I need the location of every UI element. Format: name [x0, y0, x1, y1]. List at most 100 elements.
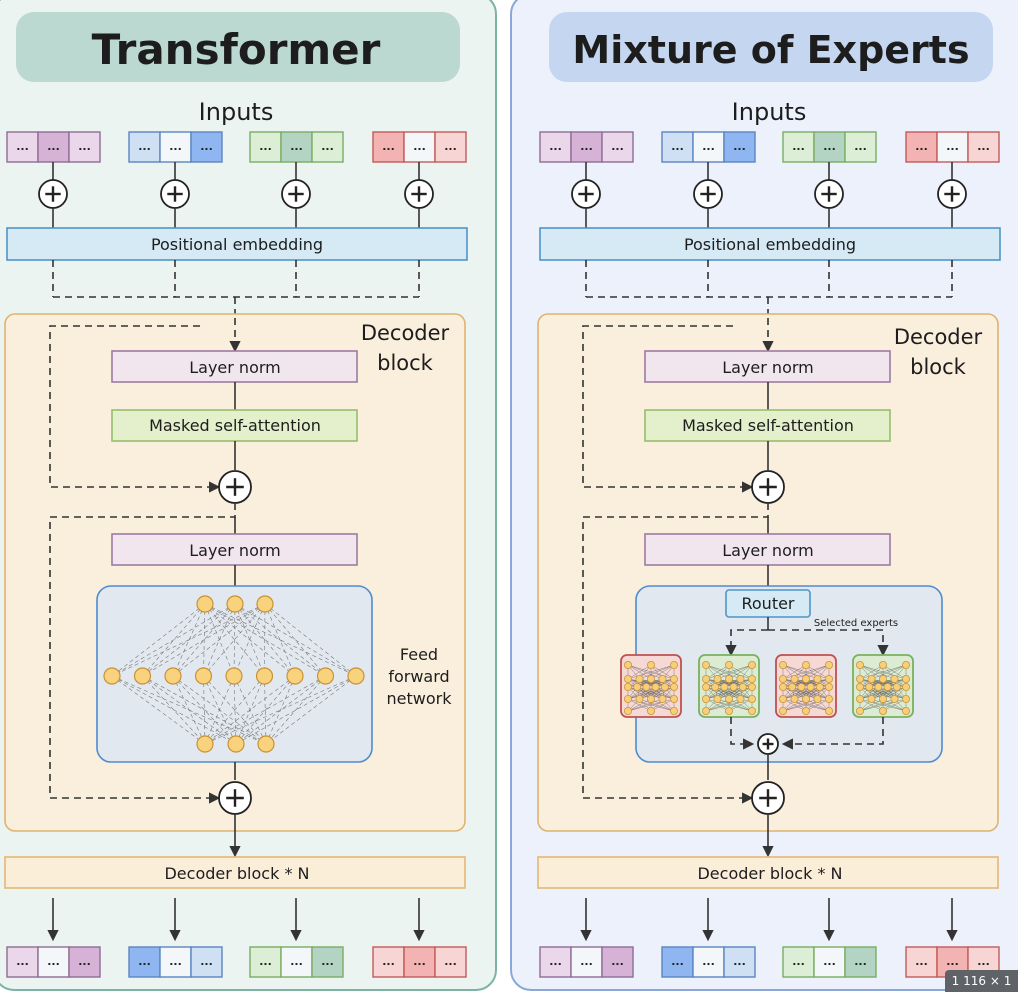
ffn-edge [111, 603, 266, 677]
token-cell [936, 131, 969, 163]
token-cell-text: ... [611, 955, 624, 968]
expert-neuron [892, 683, 901, 692]
expert-neuron [856, 661, 865, 670]
ffn-edge [142, 603, 266, 677]
expert-edge [782, 686, 807, 700]
ffn-neuron [196, 735, 214, 753]
add-plus [38, 179, 68, 209]
moe-title-bg [549, 12, 993, 82]
input-token-group: ......... [661, 131, 756, 163]
expert-neuron [713, 675, 722, 684]
moe-inputs-label: Inputs [732, 98, 807, 126]
ffn-edge [111, 603, 236, 677]
token-cell-text: ... [854, 140, 867, 153]
output-token-group: ......... [249, 946, 344, 978]
decoder-block-n-label: Decoder block * N [164, 864, 309, 883]
expert-neuron [713, 695, 722, 704]
token-cell-text: ... [78, 140, 91, 153]
token-cell [68, 946, 101, 978]
expert-neuron [779, 661, 788, 670]
ffn-edge [234, 603, 357, 677]
expert-neuron [642, 683, 651, 692]
token-cell-text: ... [321, 140, 334, 153]
expert-neuron [748, 707, 757, 716]
residual-1 [49, 325, 221, 493]
token-cell-text: ... [702, 955, 715, 968]
expert-neuron [802, 661, 811, 670]
expert-neuron [879, 661, 888, 670]
expert-out [781, 717, 884, 750]
expert-edge [650, 664, 675, 680]
token-cell-text: ... [792, 955, 805, 968]
token-cell-text: ... [733, 140, 746, 153]
residual-2 [582, 503, 769, 804]
residual-add-1 [218, 470, 252, 504]
token-cell-text: ... [321, 955, 334, 968]
token-cell [372, 131, 405, 163]
decoder-block-n-label: Decoder block * N [697, 864, 842, 883]
transformer-inputs-label: Inputs [199, 98, 274, 126]
token-cell-text: ... [259, 955, 272, 968]
output-token-group: ......... [6, 946, 101, 978]
expert-edge [705, 664, 730, 680]
token-cell-text: ... [138, 140, 151, 153]
residual-add-2 [751, 781, 785, 815]
ffn-edge [235, 675, 357, 745]
token-cell-text: ... [580, 140, 593, 153]
expert-edge [715, 678, 741, 688]
ffn-neuron [227, 735, 245, 753]
transformer-title-bg [16, 12, 460, 82]
expert-edge [627, 698, 675, 712]
expert-edge [728, 664, 753, 680]
ffn-edge [203, 675, 267, 745]
token-cell-text: ... [580, 955, 593, 968]
expert-neuron [624, 695, 633, 704]
token-cell-text: ... [444, 955, 457, 968]
expert-neuron [867, 675, 876, 684]
expert-neuron [802, 675, 811, 684]
expert-edge [627, 686, 652, 700]
expert-edge [627, 664, 675, 680]
expert-edge [627, 698, 652, 712]
expert-neuron [702, 707, 711, 716]
token-cell-text: ... [382, 140, 395, 153]
expert-neuron [748, 675, 757, 684]
ffn-edge [265, 675, 326, 745]
expert-neuron [902, 695, 911, 704]
expert-edge [782, 698, 830, 712]
expert-neuron [883, 683, 892, 692]
ffn-label: network [387, 689, 453, 708]
masked-self-attention [644, 409, 891, 442]
ffn-neuron [255, 667, 274, 685]
expert-neuron [856, 695, 865, 704]
input-token-group: ......... [372, 131, 467, 163]
expert-edge [715, 686, 741, 700]
token-cell-text: ... [549, 955, 562, 968]
ffn-edge [233, 603, 236, 677]
expert-neuron [825, 661, 834, 670]
token-cell-text: ... [169, 140, 182, 153]
expert-edge [637, 678, 663, 688]
expert-neuron [711, 683, 720, 692]
expert-edge [871, 664, 907, 680]
expert-edge [705, 698, 741, 712]
expert-neuron [790, 675, 799, 684]
token-cell [434, 946, 467, 978]
expert-neuron [670, 695, 679, 704]
token-cell-text: ... [47, 955, 60, 968]
ffn-neuron [164, 667, 182, 685]
expert-edge [724, 678, 753, 688]
masked-self-attention [111, 409, 358, 442]
expert-edge [805, 686, 830, 700]
ffn-neuron [133, 667, 152, 685]
expert-edge [728, 698, 753, 712]
expert-edge [717, 678, 743, 688]
expert-edge [782, 678, 807, 688]
input-token-group: ......... [539, 131, 634, 163]
positional-embedding-label: Positional embedding [151, 235, 323, 254]
expert-neuron [856, 675, 865, 684]
transformer-content: .................................... Posi… [4, 131, 468, 978]
expert-neuron [825, 675, 834, 684]
ffn-edge [172, 603, 236, 677]
expert-neuron [779, 683, 788, 692]
